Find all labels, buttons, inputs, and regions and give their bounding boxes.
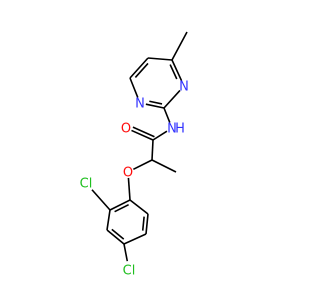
atom-ether_o: O xyxy=(123,166,133,181)
bond-layer xyxy=(91,31,188,262)
atom-carbonyl_o: O xyxy=(121,122,131,137)
bond-ph_c1-ph_c2 xyxy=(109,199,131,211)
atom-cl_2: Cl xyxy=(80,177,93,192)
atom-label-ether_o: O xyxy=(123,166,133,181)
bond-ph_c6-ph_c1 xyxy=(129,199,149,215)
bond-pyr_c5-pyr_c6-inner xyxy=(134,62,149,78)
atom-label-cl_2: Cl xyxy=(80,177,93,192)
bond-pyr_n1-pyr_c2 xyxy=(145,103,165,109)
bond-ph_c5-ph_c6-inner xyxy=(141,216,145,231)
bond-ph_c4-ph_c5 xyxy=(123,233,147,245)
atom-label-cl_4: Cl xyxy=(123,264,136,279)
bond-pyr_c2-amide_n xyxy=(163,107,171,123)
atom-amide_h: H xyxy=(175,122,185,137)
bond-pyr_c5-pyr_c6 xyxy=(129,57,149,79)
bond-pyr_n3-pyr_c4-inner xyxy=(169,64,178,80)
bond-pyr_c2-pyr_n3 xyxy=(163,89,181,109)
atom-label-carbonyl_o: O xyxy=(121,122,131,137)
bond-carbonyl_c-alpha_c xyxy=(151,139,154,161)
bond-ph_c2-cl_2 xyxy=(91,189,111,211)
atom-label-pyr_n1: N xyxy=(135,97,145,112)
bond-ph_c3-ph_c4-inner xyxy=(111,228,125,240)
atom-cl_4: Cl xyxy=(123,264,136,279)
bond-ph_c3-ph_c4 xyxy=(106,229,125,245)
bond-pyr_c4-pyr_c5 xyxy=(147,57,173,61)
atom-label-pyr_n3: N xyxy=(179,80,189,95)
bond-methyl-pyr_c4 xyxy=(171,31,188,61)
bond-pyr_c6-pyr_n1 xyxy=(129,77,139,98)
atom-pyr_n1: N xyxy=(135,97,145,112)
bond-ether_o-ph_c1 xyxy=(127,177,131,201)
bond-ph_c5-ph_c6 xyxy=(145,213,149,235)
bond-ph_c1-ph_c2-inner xyxy=(114,204,129,213)
bond-pyr_n3-pyr_c4 xyxy=(171,59,183,81)
atom-pyr_n3: N xyxy=(179,80,189,95)
bond-carbonyl_c-carbonyl_o xyxy=(131,129,154,141)
bond-alpha_c-ether_o xyxy=(133,159,153,171)
atom-label-amide_h: H xyxy=(175,122,185,137)
bond-alpha_c-alpha_methyl xyxy=(151,159,177,173)
atom-label-amide_n: N xyxy=(167,122,177,137)
diagram-background xyxy=(0,0,300,300)
bond-ph_c2-ph_c3 xyxy=(106,209,111,231)
bond-carbonyl_c-carbonyl_o-second xyxy=(132,126,155,138)
bond-ph_c4-cl_4 xyxy=(123,243,129,262)
bond-amide_n-carbonyl_c xyxy=(152,130,168,141)
atom-amide_n: N xyxy=(167,122,177,137)
bond-pyr_n1-pyr_c2-inner xyxy=(149,100,163,105)
